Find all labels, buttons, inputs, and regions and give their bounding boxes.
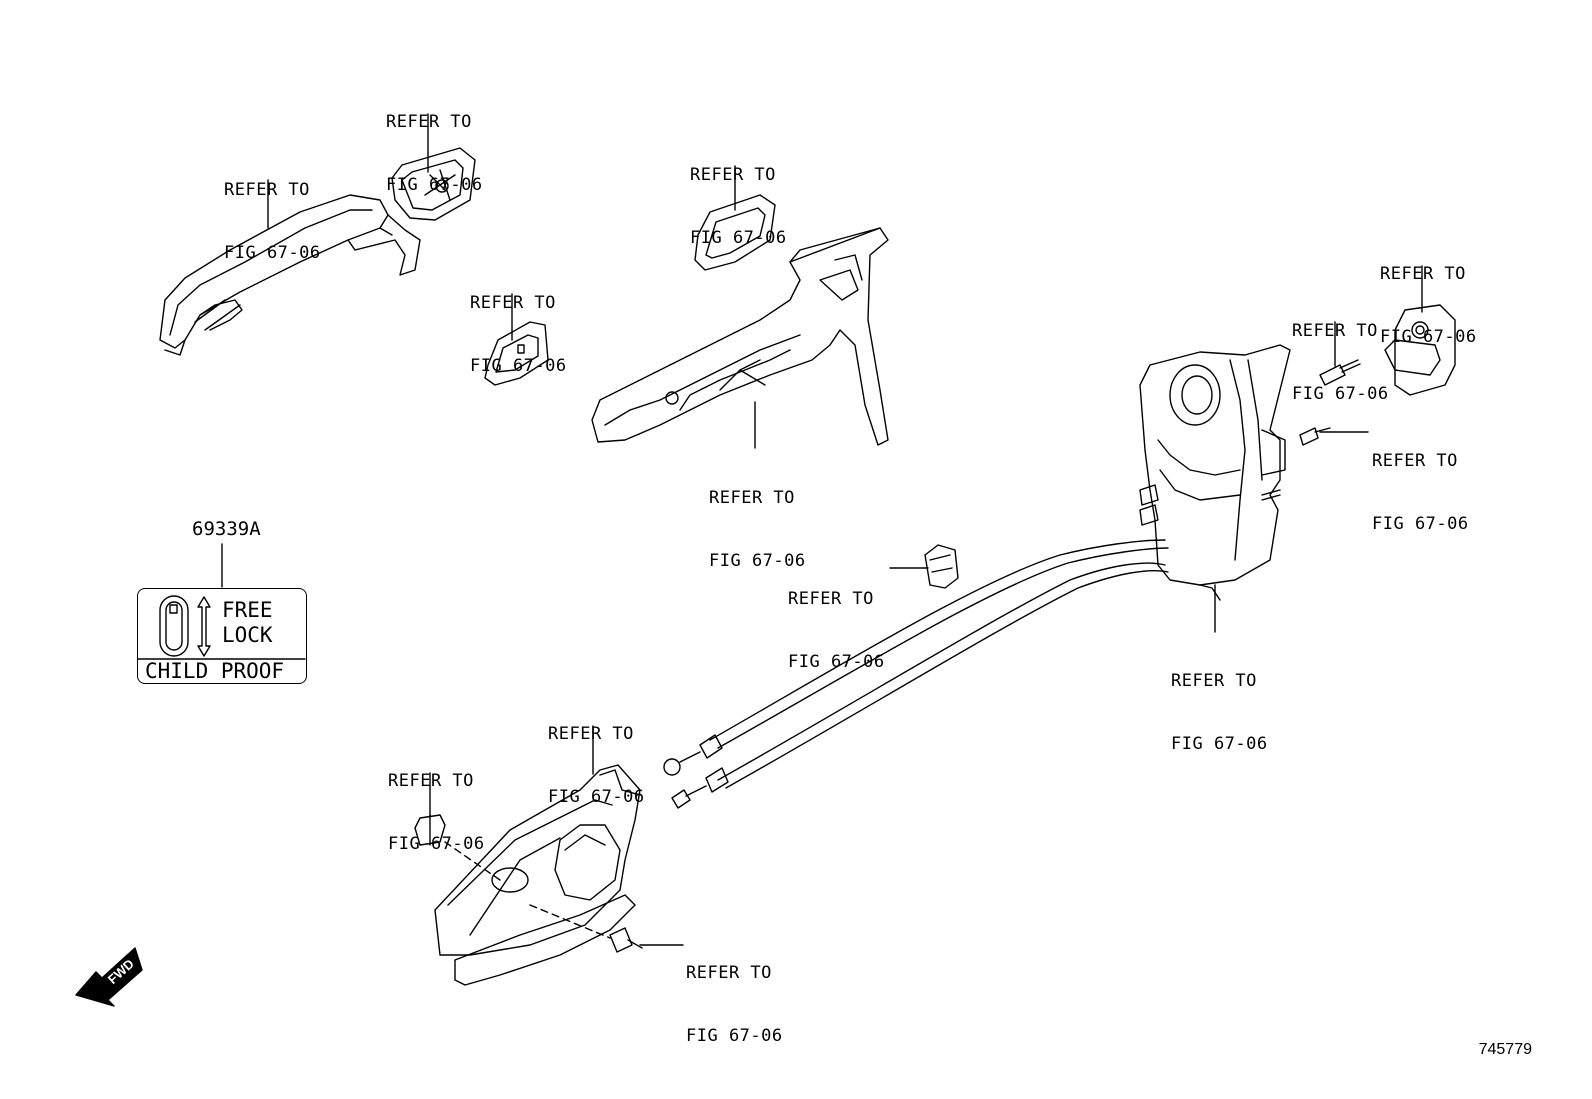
screw-bottom [609,927,643,953]
screw-top-right [1319,359,1361,386]
callout-line-2: FIG 67-06 [548,787,645,807]
callout-line-1: REFER TO [1292,321,1378,341]
callout-screw-bottom: REFER TO FIG 67-06 [686,921,783,1068]
callout-gasket: REFER TO FIG 67-06 [690,123,787,270]
outside-handle-frame [591,227,889,446]
child-lock-graphic [137,595,306,660]
cable-clip [924,544,959,589]
fwd-arrow-icon [75,947,143,1007]
handle-cover [391,147,476,221]
door-lock-assembly [1139,344,1291,633]
callout-line-1: REFER TO [224,180,310,200]
handle-gasket [694,194,776,271]
callout-line-1: REFER TO [386,112,472,132]
handle-cap [414,814,446,846]
label-lock: LOCK [222,623,273,647]
callout-door-lock: REFER TO FIG 67-06 [1171,629,1268,776]
child-proof-label [137,588,307,684]
diagram-id: 745779 [1478,1041,1532,1058]
callout-handle-cap: REFER TO FIG 67-06 [388,729,485,876]
door-striker [1384,304,1456,396]
callout-handle-cover: REFER TO FIG 67-06 [386,70,483,217]
callout-line-2: FIG 67-06 [470,356,567,376]
callout-line-1: REFER TO [686,963,772,983]
callout-striker: REFER TO FIG 67-06 [1380,222,1477,369]
callout-line-2: FIG 67-06 [388,834,485,854]
callout-line-1: REFER TO [470,293,556,313]
callout-line-1: REFER TO [709,488,795,508]
callout-handle-frame: REFER TO FIG 67-06 [709,446,806,593]
callout-line-2: FIG 67-06 [1380,327,1477,347]
callout-line-1: REFER TO [690,165,776,185]
handle-pad [484,321,549,386]
callout-line-1: REFER TO [788,589,874,609]
callout-line-1: REFER TO [548,724,634,744]
callout-line-1: REFER TO [1372,451,1458,471]
callout-line-2: FIG 67-06 [386,175,483,195]
callout-line-2: FIG 67-06 [709,551,806,571]
callout-outside-handle: REFER TO FIG 67-06 [224,138,321,285]
callout-line-2: FIG 67-06 [690,228,787,248]
callout-line-2: FIG 67-06 [1171,734,1268,754]
outside-door-handle [159,194,421,356]
label-caption: CHILD PROOF [145,659,285,683]
callout-line-1: REFER TO [1380,264,1466,284]
callout-line-2: FIG 67-06 [224,243,321,263]
door-lock-cables [663,539,1169,809]
callout-line-2: FIG 67-06 [1292,384,1389,404]
callout-line-1: REFER TO [388,771,474,791]
leader-lines [221,113,1423,946]
callout-screw-right: REFER TO FIG 67-06 [1372,409,1469,556]
alignment-lines [444,841,611,939]
callout-line-1: REFER TO [1171,671,1257,691]
part-number: 69339A [192,518,261,540]
callout-cable-clip: REFER TO FIG 67-06 [788,547,885,694]
callout-line-2: FIG 67-06 [1372,514,1469,534]
callout-inside-handle: REFER TO FIG 67-06 [548,682,645,829]
callout-line-2: FIG 67-06 [788,652,885,672]
callout-screw-top: REFER TO FIG 67-06 [1292,279,1389,426]
label-free: FREE [222,598,273,622]
inside-door-handle [434,764,641,986]
callout-handle-pad: REFER TO FIG 67-06 [470,251,567,398]
screw-right [1299,427,1331,446]
callout-line-2: FIG 67-06 [686,1026,783,1046]
